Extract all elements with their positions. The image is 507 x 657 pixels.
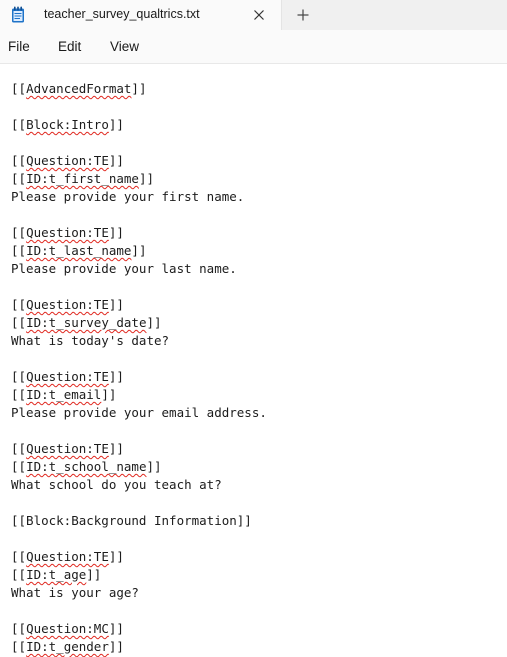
editor-line: [[ID:t_first_name]] [11, 171, 155, 186]
editor-line: [[AdvancedFormat]] [11, 81, 147, 96]
editor-line: [[ID:t_age]] [11, 567, 102, 582]
editor-line [11, 422, 267, 440]
menu-bar: File Edit View [0, 30, 507, 64]
editor-line [11, 206, 267, 224]
editor-line: [[Question:TE]] [11, 549, 124, 564]
tab-document[interactable]: teacher_survey_qualtrics.txt [0, 0, 282, 30]
editor-line: [[Question:TE]] [11, 225, 124, 240]
editor-line: [[ID:t_survey_date]] [11, 315, 162, 330]
tab-title: teacher_survey_qualtrics.txt [44, 7, 200, 21]
editor-line [11, 602, 267, 620]
editor-line [11, 278, 267, 296]
editor-line: [[Block:Background Information]] [11, 513, 252, 528]
close-icon[interactable] [250, 6, 268, 24]
editor-line: [[Question:MC]] [11, 621, 124, 636]
editor-line: [[ID:t_school_name]] [11, 459, 162, 474]
editor-line: [[Question:TE]] [11, 369, 124, 384]
editor-line [11, 134, 267, 152]
editor-line: [[Block:Intro]] [11, 117, 124, 132]
menu-file[interactable]: File [8, 39, 30, 54]
editor-line: Please provide your last name. [11, 261, 237, 276]
editor-line: [[ID:t_last_name]] [11, 243, 147, 258]
text-editor[interactable]: [[AdvancedFormat]] [[Block:Intro]] [[Que… [0, 64, 507, 657]
editor-line: What is your age? [11, 585, 139, 600]
notepad-icon [12, 6, 24, 23]
editor-line [11, 350, 267, 368]
editor-line: [[Question:TE]] [11, 153, 124, 168]
editor-line [11, 98, 267, 116]
editor-line: Please provide your email address. [11, 405, 267, 420]
editor-line: Please provide your first name. [11, 189, 245, 204]
menu-edit[interactable]: Edit [58, 39, 82, 54]
editor-line: What school do you teach at? [11, 477, 222, 492]
plus-icon[interactable] [294, 6, 312, 24]
editor-line: [[Question:TE]] [11, 441, 124, 456]
menu-view[interactable]: View [110, 39, 140, 54]
editor-line: [[ID:t_email]] [11, 387, 117, 402]
editor-lines: [[AdvancedFormat]] [[Block:Intro]] [[Que… [11, 80, 267, 656]
editor-line: What is today's date? [11, 333, 170, 348]
tab-strip: teacher_survey_qualtrics.txt [0, 0, 507, 30]
editor-line: [[Question:TE]] [11, 297, 124, 312]
editor-line: [[ID:t_gender]] [11, 639, 124, 654]
editor-line [11, 494, 267, 512]
editor-line [11, 530, 267, 548]
